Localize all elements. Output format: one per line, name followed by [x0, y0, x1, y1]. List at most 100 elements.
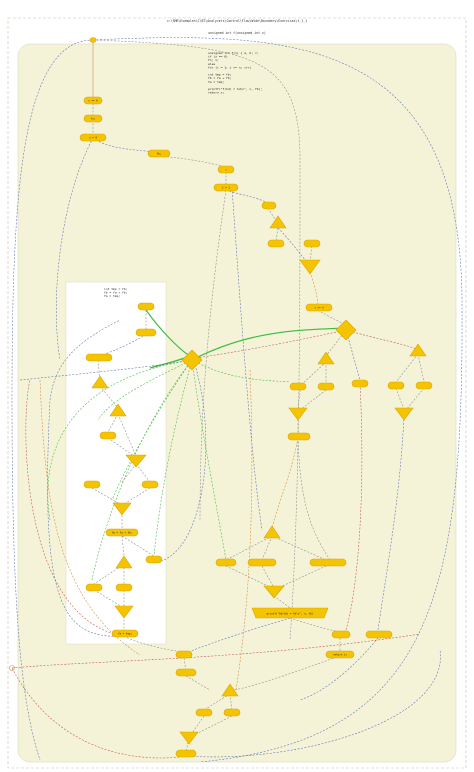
edge [417, 353, 425, 383]
node[interactable] [215, 558, 237, 567]
node[interactable] [317, 382, 335, 391]
node-merge[interactable] [114, 605, 134, 619]
node-cond[interactable] [263, 525, 281, 539]
node-exit-marker[interactable] [9, 665, 15, 671]
edge [345, 329, 361, 381]
node[interactable] [175, 650, 193, 659]
node-merge[interactable] [288, 407, 308, 421]
edge [91, 487, 121, 505]
svg-text:x == 0: x == 0 [88, 99, 98, 103]
edge [299, 361, 327, 387]
edge [39, 379, 141, 656]
node[interactable] [303, 239, 321, 248]
code-line: else [208, 62, 215, 66]
node-cond[interactable] [115, 555, 133, 569]
edge [11, 39, 94, 761]
node[interactable] [99, 431, 117, 440]
edge [395, 353, 419, 383]
edge [92, 39, 301, 641]
node[interactable]: x = 0 [79, 133, 107, 142]
edge [121, 535, 155, 557]
node[interactable] [267, 239, 285, 248]
edge [203, 693, 231, 711]
node-cond[interactable] [317, 351, 335, 365]
node-cond[interactable] [91, 375, 109, 389]
node[interactable]: fb = fa + fb; [105, 528, 139, 537]
node[interactable] [351, 379, 369, 388]
edge [299, 637, 379, 701]
edge [275, 227, 279, 243]
node-loop-decision[interactable] [181, 349, 203, 371]
node[interactable] [331, 630, 351, 639]
node[interactable] [141, 480, 159, 489]
function-signature: unsigned int f(unsigned int x) [208, 31, 266, 35]
node-merge[interactable] [112, 502, 132, 516]
node[interactable]: i = 1 [213, 183, 239, 192]
node-merge[interactable] [299, 259, 321, 275]
edge [11, 667, 187, 759]
node[interactable] [137, 302, 155, 311]
edge [123, 487, 151, 505]
edge [153, 359, 193, 556]
node[interactable] [287, 432, 311, 441]
node[interactable] [289, 382, 307, 391]
node[interactable] [195, 708, 213, 717]
edge [377, 415, 405, 631]
node-cond[interactable] [221, 683, 239, 697]
node[interactable] [223, 708, 241, 717]
edge [195, 329, 347, 359]
edge [189, 715, 205, 737]
node-merge[interactable] [125, 454, 147, 468]
node-decision[interactable] [335, 319, 357, 341]
code-line: fb = fa + fb; [104, 291, 128, 295]
node-cond[interactable] [409, 343, 427, 357]
edge [99, 385, 119, 409]
node[interactable]: fo; [83, 114, 103, 123]
node[interactable] [115, 583, 133, 592]
node-merge[interactable] [263, 585, 285, 599]
node[interactable] [145, 555, 163, 564]
edge [111, 359, 193, 501]
edge [191, 359, 227, 561]
node[interactable]: fb; [147, 149, 171, 158]
code-line: if (x == 0) [208, 55, 228, 59]
svg-text:fb;: fb; [157, 152, 162, 156]
edge [185, 675, 211, 691]
node[interactable] [85, 353, 113, 362]
node[interactable] [247, 558, 277, 567]
edge [187, 617, 291, 653]
source-code-top: unsigned int f(x) { a, b; c; if (x == 0)… [208, 51, 262, 95]
node[interactable]: return x; [325, 650, 355, 659]
node[interactable]: fa = tmp; [111, 629, 139, 638]
node-merge[interactable] [394, 407, 414, 421]
node[interactable] [365, 630, 393, 639]
node-print[interactable]: printf("%d(%d) = %d\n", n, fb) [251, 607, 329, 619]
edge [277, 565, 327, 589]
edge [97, 359, 193, 421]
node-entry[interactable] [89, 37, 97, 43]
node[interactable]: c [217, 165, 235, 174]
edge [395, 387, 405, 411]
node[interactable] [135, 328, 157, 337]
node-cond[interactable] [269, 215, 287, 229]
svg-text:fb = fa + fb;: fb = fa + fb; [112, 531, 132, 535]
node[interactable] [261, 201, 277, 210]
node[interactable] [387, 381, 405, 390]
code-line: fa = tmp; [208, 80, 224, 84]
node-exit[interactable] [175, 749, 197, 758]
svg-text:i = 1: i = 1 [222, 186, 230, 190]
node[interactable] [85, 583, 103, 592]
code-line: for (i = 1; i <= n; i++) [208, 65, 252, 69]
node[interactable]: i <= n [305, 303, 333, 312]
node[interactable]: x == 0 [83, 96, 103, 105]
node[interactable] [83, 480, 101, 489]
edge [93, 563, 125, 585]
code-line: fa = tmp; [104, 294, 120, 298]
node[interactable] [415, 381, 433, 390]
node[interactable] [309, 558, 347, 567]
node-merge[interactable] [179, 731, 199, 745]
edge [145, 309, 191, 357]
node[interactable] [175, 668, 197, 677]
node-cond[interactable] [109, 403, 127, 417]
